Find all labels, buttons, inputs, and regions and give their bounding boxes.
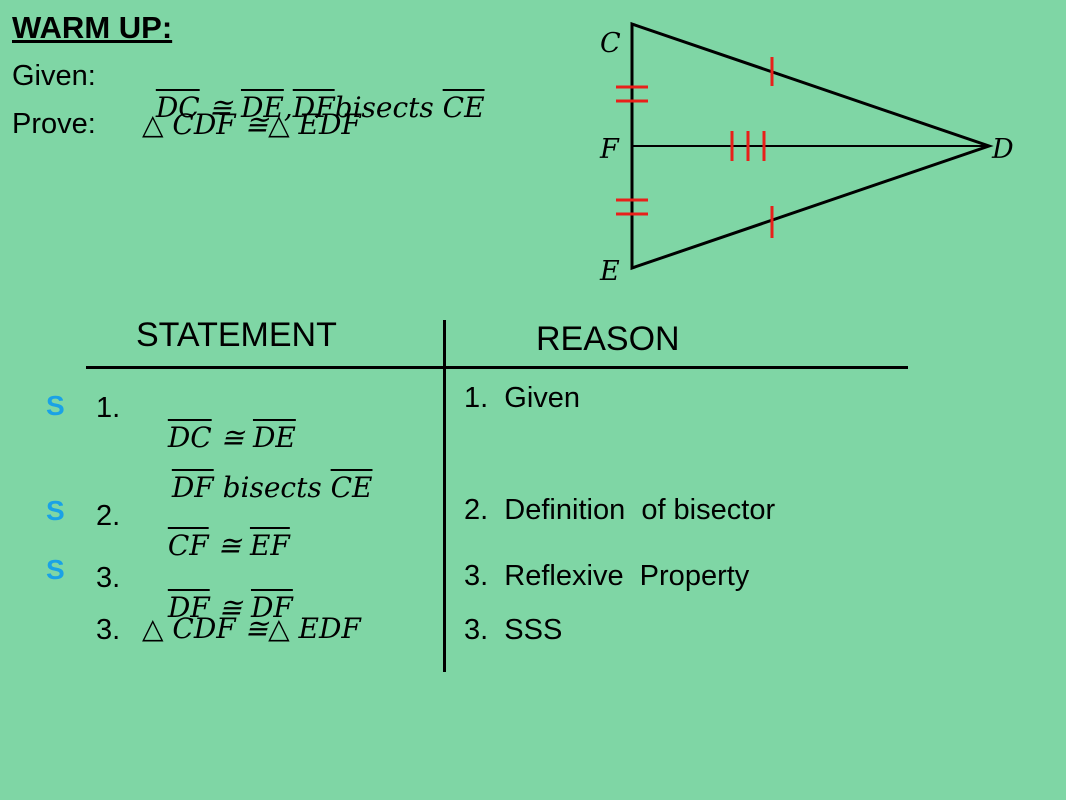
statement-1b: DF bisects CE	[154, 438, 373, 504]
tick-marks	[616, 57, 774, 238]
segment: CF	[167, 529, 209, 562]
row-number: 3.	[96, 614, 121, 646]
s-marker: S	[46, 495, 65, 526]
bisects-word: bisects	[213, 471, 331, 504]
vertex-label-d: D	[991, 134, 1014, 165]
prove-statement: △ CDF ≅△ EDF	[142, 108, 361, 141]
row-number: 3.	[96, 562, 121, 594]
statement-3: DF ≅ DF	[150, 558, 293, 624]
given-statement: DC ≅ DE,DFbisects CE	[138, 58, 485, 124]
congruent-sign: ≅	[199, 91, 241, 124]
segment: DF	[167, 591, 210, 624]
statement-1a: DC ≅ DE	[150, 388, 296, 454]
vertex-label-e: E	[599, 256, 620, 287]
segment: DF	[250, 591, 293, 624]
prove-label: Prove:	[12, 108, 96, 140]
s-marker: S	[46, 390, 65, 421]
segment: DE	[252, 421, 296, 454]
segment-ce: CE	[442, 91, 485, 124]
statement-4: △ CDF ≅△ EDF	[142, 612, 361, 645]
table-column-divider	[443, 320, 446, 672]
row-number: 2.	[96, 500, 121, 532]
vertex-label-c: C	[600, 28, 621, 59]
s-marker: S	[46, 554, 65, 585]
congruent-sign: ≅	[208, 529, 250, 562]
statement-header: STATEMENT	[136, 316, 337, 354]
segment-de: DE	[240, 91, 284, 124]
reason-3: 3. Reflexive Property	[464, 560, 750, 592]
bisects-word: bisects	[334, 91, 443, 124]
segment-dc: DC	[155, 91, 200, 124]
segment: DC	[167, 421, 212, 454]
congruent-sign: ≅	[209, 591, 251, 624]
row-number: 1.	[96, 392, 121, 424]
vertex-label-f: F	[599, 134, 620, 165]
segment: CE	[330, 471, 373, 504]
reason-2: 2. Definition of bisector	[464, 494, 776, 526]
reason-header: REASON	[536, 320, 680, 358]
reason-4: 3. SSS	[464, 614, 563, 646]
reason-1: 1. Given	[464, 382, 581, 414]
congruent-sign: ≅	[211, 421, 253, 454]
comma: ,	[283, 91, 293, 124]
segment: DF	[171, 471, 214, 504]
segment-df: DF	[292, 91, 335, 124]
triangle-diagram: C D F E	[599, 21, 1014, 287]
given-label: Given:	[12, 60, 96, 92]
segment: EF	[249, 529, 290, 562]
statement-2: CF ≅ EF	[150, 496, 290, 562]
table-header-rule	[86, 366, 908, 369]
warmup-title: WARM UP:	[12, 10, 173, 45]
